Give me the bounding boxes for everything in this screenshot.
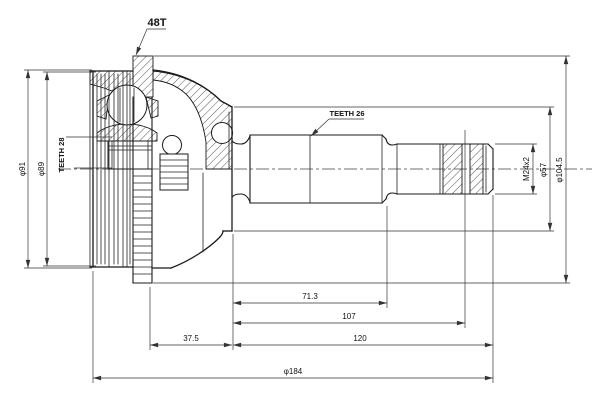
length-to-washer-text: 107 — [342, 312, 356, 321]
thread-hatch-b — [469, 143, 484, 195]
stem-spline-ladder — [159, 153, 189, 191]
cage-window-circle — [162, 135, 182, 155]
shaft-spline-label: TEETH 26 — [329, 109, 364, 118]
inner-race-spline-label: TEETH 28 — [57, 137, 66, 172]
bell-housing — [89, 55, 233, 284]
dim-phi91: φ91 — [18, 69, 92, 269]
dim-37-5: 37.5 — [150, 334, 232, 348]
overall-length-text: φ184 — [284, 367, 303, 376]
dim-phi184: φ184 — [93, 367, 493, 381]
dim-107: 107 — [233, 312, 465, 326]
boot-groove-neck-bottom — [231, 193, 251, 203]
bell-dome-contour — [152, 69, 233, 108]
extension-lines — [92, 130, 494, 383]
dim-71-3: 71.3 — [233, 292, 387, 306]
label-teeth-28-group: TEETH 28 — [57, 136, 112, 173]
dim-m24x2: M24x2 — [495, 143, 537, 195]
thread-spec-text: M24x2 — [522, 156, 531, 181]
label-teeth-26-group: TEETH 26 — [310, 109, 365, 137]
boot-groove-neck-top — [231, 135, 251, 145]
dim-120: 120 — [233, 334, 493, 348]
abs-ring-outer-diameter-text: φ104.5 — [555, 157, 564, 183]
spline-length-text: 71.3 — [302, 292, 318, 301]
shaft-length-text: 120 — [353, 334, 367, 343]
snap-ring-groove — [385, 138, 398, 200]
shaft — [231, 134, 494, 204]
ring-offset-text: 37.5 — [183, 334, 199, 343]
bell-groove-diameter-text: φ89 — [37, 161, 46, 176]
abs-ring-teeth — [132, 96, 153, 284]
thread-section — [396, 143, 494, 195]
dim-phi104-5: φ104.5 — [153, 55, 570, 284]
thread-hatch-a — [442, 143, 463, 195]
bell-outer-diameter-text: φ91 — [18, 161, 27, 176]
joint-face-diameter-text: φ57 — [539, 162, 548, 177]
bell-bottom-contour — [170, 230, 224, 269]
dim-phi89: φ89 — [37, 71, 96, 267]
label-48t-group: 48T — [135, 17, 167, 56]
dim-phi57: φ57 — [234, 106, 554, 232]
boot-groove-bands — [96, 70, 131, 268]
abs-ring-tooth-count-label: 48T — [148, 17, 167, 29]
